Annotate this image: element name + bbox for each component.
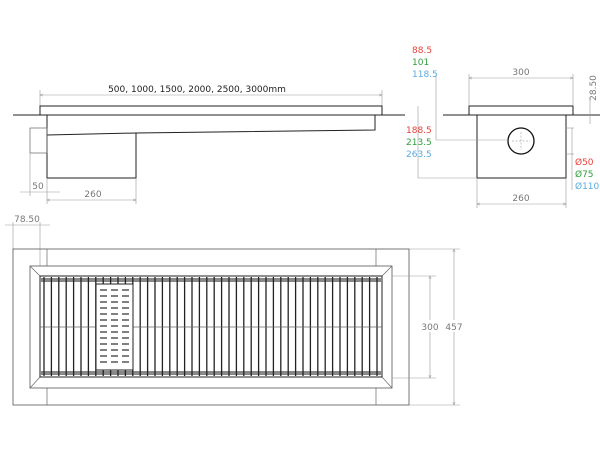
diameter-blue: Ø110 xyxy=(575,181,600,192)
side-view: 500, 1000, 1500, 2000, 2500, 3000mm 50 2… xyxy=(13,85,400,204)
outlet-circle xyxy=(507,127,535,155)
plan-view: 78.50 300 457 xyxy=(5,215,464,405)
silt-basket[interactable] xyxy=(95,283,134,371)
sump-width-label: 260 xyxy=(84,190,101,200)
end-flange xyxy=(468,105,574,116)
outlet-height-red: 88.5 xyxy=(412,46,432,56)
diameter-green: Ø75 xyxy=(575,169,594,180)
edge-offset-label: 78.50 xyxy=(14,215,40,225)
outlet-height-blue: 118.5 xyxy=(412,70,438,80)
depth-red: 188.5 xyxy=(406,126,432,136)
grate-width-label: 300 xyxy=(421,323,438,333)
side-flange xyxy=(39,105,383,116)
silt-basket-slots xyxy=(100,289,129,363)
flange-width-label: 300 xyxy=(512,68,529,78)
outlet-spigot xyxy=(29,127,48,154)
length-label: 500, 1000, 1500, 2000, 2500, 3000mm xyxy=(108,85,286,95)
depth-green: 213.5 xyxy=(406,138,432,148)
grate[interactable] xyxy=(39,275,383,378)
overall-width-label: 457 xyxy=(445,323,462,333)
outer-frame xyxy=(12,248,410,406)
depth-blue: 263.5 xyxy=(406,150,432,160)
outlet-height-green: 101 xyxy=(412,58,429,68)
diameter-red: Ø50 xyxy=(575,157,594,168)
flange-height-label: 28.50 xyxy=(589,75,599,101)
channel-body xyxy=(46,114,376,179)
outlet-offset-label: 50 xyxy=(32,182,44,192)
body-width-label: 260 xyxy=(512,194,529,204)
end-body xyxy=(476,114,567,179)
end-view: 300 28.50 88.5 101 118.5 188.5 213.5 263… xyxy=(400,46,600,208)
